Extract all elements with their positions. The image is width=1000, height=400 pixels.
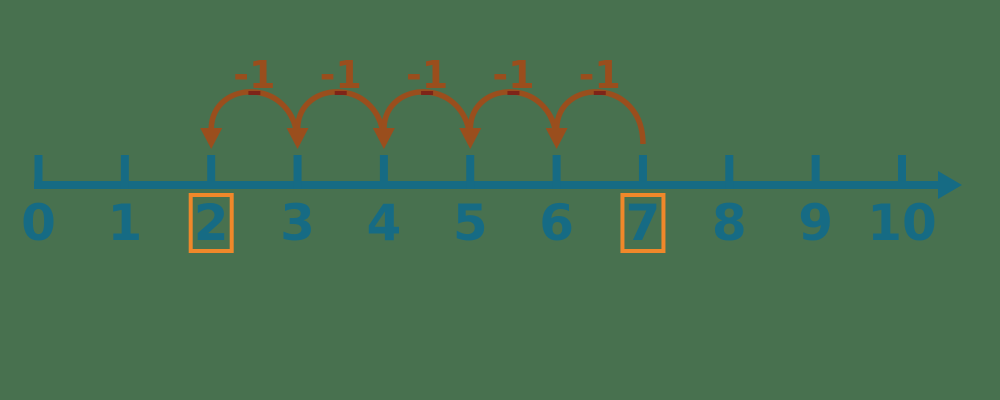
hop-label: -1 <box>579 53 621 97</box>
hop-label: -1 <box>406 53 448 97</box>
hop-arrowhead-icon <box>200 128 223 149</box>
tick-label-1: 1 <box>107 194 142 252</box>
hop-arrowhead-icon <box>545 128 568 149</box>
highlight-boxes-group <box>188 193 666 253</box>
ticks-group <box>34 155 906 189</box>
hop-apex-mark <box>593 91 606 95</box>
tick-label-6: 6 <box>539 194 574 252</box>
axis-group <box>34 171 962 199</box>
tick-label-5: 5 <box>453 194 488 252</box>
hop-arrowhead-icon <box>459 128 482 149</box>
tick-label-3: 3 <box>280 194 315 252</box>
tick-label-2: 2 <box>194 194 229 252</box>
hop-arc <box>381 89 473 145</box>
hop-apex-mark <box>421 91 434 95</box>
axis-arrowhead-icon <box>938 171 962 199</box>
hop-apex-mark <box>507 91 520 95</box>
hop-arc <box>208 89 301 145</box>
hop-arc <box>553 89 646 145</box>
highlight-box-7 <box>620 193 666 253</box>
hop-arrowhead-icon <box>372 128 395 149</box>
tick-label-10: 10 <box>867 194 937 252</box>
highlight-box-2 <box>188 193 234 253</box>
hop-label: -1 <box>492 53 534 97</box>
hop-arrowhead-icon <box>286 128 309 149</box>
tick-label-8: 8 <box>712 194 747 252</box>
hop-arc <box>294 89 387 145</box>
tick-label-9: 9 <box>798 194 833 252</box>
hop-apex-mark <box>334 91 347 95</box>
hops-group: -1 -1 -1 -1 -1 <box>200 53 646 149</box>
tick-label-0: 0 <box>21 194 56 252</box>
tick-label-7: 7 <box>626 194 661 252</box>
tick-label-4: 4 <box>367 194 402 252</box>
hop-apex-mark <box>248 91 261 95</box>
hop-label: -1 <box>320 53 362 97</box>
hop-label: -1 <box>233 53 275 97</box>
hop-arc <box>467 89 560 145</box>
